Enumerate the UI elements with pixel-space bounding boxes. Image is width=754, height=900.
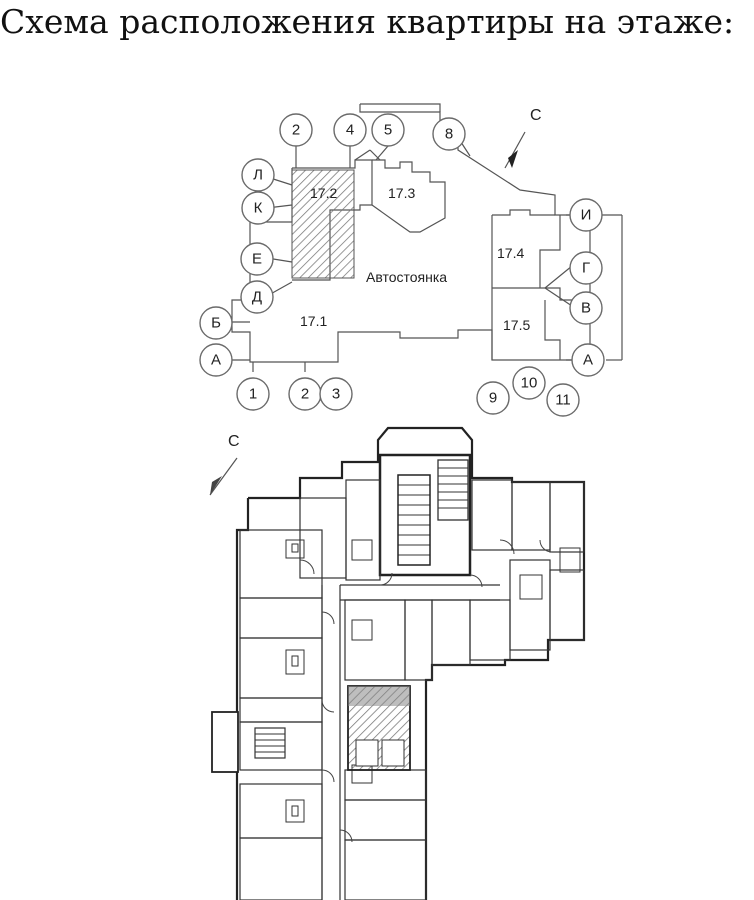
axis-mark: 11 — [555, 392, 571, 409]
axis-markers: 2 4 5 8 Л К Е Д Б А 1 2 3 И — [199, 113, 623, 417]
axis-mark: 9 — [489, 390, 497, 407]
page-title: Схема расположения квартиры на этаже: — [0, 2, 735, 41]
axis-circle — [279, 113, 313, 147]
site-north-label: С — [530, 107, 542, 124]
site-plan: С 17.2 17.3 17.4 17.1 17.5 Автостоянка — [199, 103, 623, 417]
parking-label: Автостоянка — [366, 269, 447, 285]
axis-mark: 2 — [301, 386, 309, 403]
axis-mark: 4 — [346, 122, 354, 139]
axis-mark: 3 — [332, 386, 340, 403]
axis-mark: В — [581, 300, 591, 317]
axis-mark: А — [583, 352, 593, 369]
highlighted-section — [291, 169, 355, 279]
section-17-3: 17.3 — [388, 185, 415, 201]
section-17-5: 17.5 — [503, 317, 530, 333]
axis-mark: 2 — [292, 122, 300, 139]
floor-north-label: С — [228, 433, 240, 450]
section-17-4: 17.4 — [497, 245, 524, 261]
section-17-2: 17.2 — [310, 185, 337, 201]
floor-plan: С — [209, 426, 586, 900]
section-17-1: 17.1 — [300, 313, 327, 329]
axis-mark: И — [581, 207, 592, 224]
axis-mark: 1 — [249, 386, 257, 403]
axis-mark: Д — [252, 289, 262, 306]
axis-mark: Е — [252, 251, 262, 268]
axis-mark: А — [211, 352, 221, 369]
axis-mark: 10 — [521, 375, 538, 392]
axis-mark: Б — [211, 315, 221, 332]
axis-mark: Г — [582, 260, 590, 277]
axis-mark: К — [254, 200, 263, 217]
axis-mark: 5 — [384, 122, 392, 139]
axis-mark: 8 — [445, 126, 453, 143]
axis-mark: Л — [253, 167, 263, 184]
